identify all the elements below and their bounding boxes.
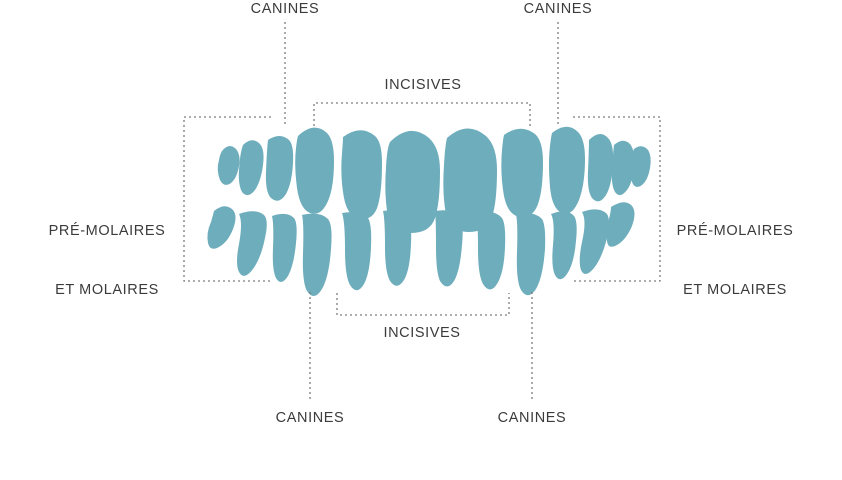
- tooth-upper-molar-r2: [611, 140, 635, 196]
- label-premolars-molars-right: PRÉ-MOLAIRES ET MOLAIRES: [650, 183, 820, 339]
- tooth-lower-central-incisor-l: [383, 210, 412, 286]
- tooth-upper-molar-r3: [630, 146, 651, 187]
- label-incisives-top: INCISIVES: [384, 77, 462, 93]
- tooth-lower-molar-r3: [606, 202, 635, 247]
- leader-lines: [183, 22, 661, 400]
- label-premolars-molars-right-line2: ET MOLAIRES: [683, 281, 787, 298]
- label-incisives-bottom: INCISIVES: [383, 325, 461, 341]
- tooth-lower-central-incisor-r: [435, 210, 463, 287]
- tooth-lower-lateral-incisor-r: [476, 211, 506, 290]
- bracket-incisives-top: [313, 102, 531, 126]
- tooth-lower-premolar-l2: [272, 213, 297, 283]
- tooth-lower-molar-l3: [207, 206, 236, 249]
- tooth-upper-canine-l: [295, 127, 334, 214]
- tooth-lower-premolar-r2: [551, 211, 577, 280]
- tooth-lower-canine-l: [302, 213, 332, 297]
- tooth-upper-premolar-l2: [265, 136, 294, 201]
- tooth-upper-central-incisor-l: [385, 130, 440, 233]
- label-premolars-molars-left-line1: PRÉ-MOLAIRES: [48, 223, 166, 239]
- label-premolars-molars-left-line2: ET MOLAIRES: [55, 281, 159, 298]
- upper-teeth-row: [217, 126, 651, 233]
- tooth-upper-central-incisor-r: [443, 128, 497, 232]
- label-premolars-molars-left: PRÉ-MOLAIRES ET MOLAIRES: [22, 183, 192, 339]
- tooth-upper-premolar-r2: [587, 133, 614, 202]
- tooth-lower-canine-r: [516, 213, 546, 296]
- tooth-lower-molar-l2: [237, 211, 267, 276]
- label-premolars-molars-right-line1: PRÉ-MOLAIRES: [676, 223, 794, 239]
- lower-teeth-row: [207, 202, 635, 297]
- label-canines-top-right: CANINES: [523, 1, 593, 17]
- label-canines-top-left: CANINES: [250, 1, 320, 17]
- tooth-upper-molar-l2: [238, 140, 264, 196]
- tooth-lower-lateral-incisor-l: [342, 212, 372, 291]
- tooth-upper-lateral-incisor-r: [501, 128, 543, 218]
- tooth-lower-molar-r2: [579, 209, 609, 275]
- label-canines-bottom-right: CANINES: [497, 410, 567, 426]
- tooth-upper-molar-l3: [217, 145, 240, 185]
- tooth-upper-lateral-incisor-l: [341, 130, 382, 220]
- bracket-incisives-bottom: [336, 293, 510, 316]
- tooth-upper-canine-r: [549, 126, 585, 214]
- label-canines-bottom-left: CANINES: [275, 410, 345, 426]
